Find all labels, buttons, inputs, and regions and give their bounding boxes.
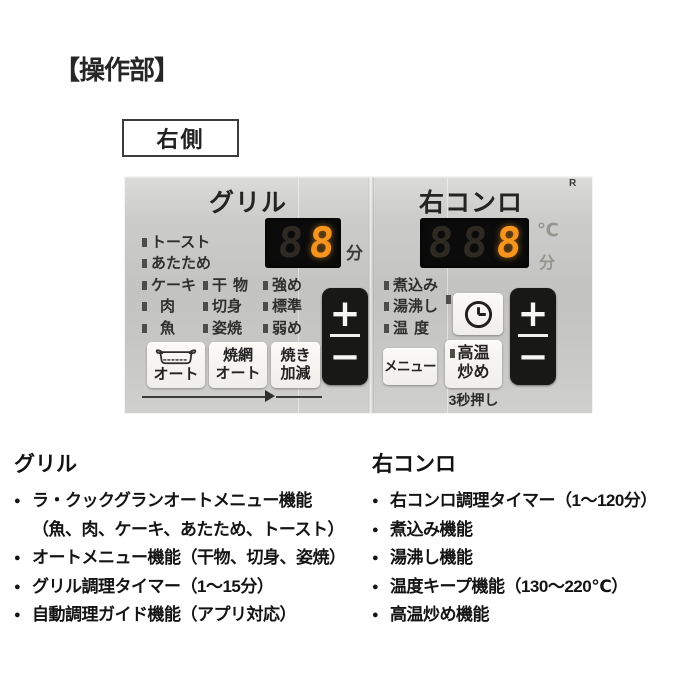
lamp-square-icon <box>384 280 389 290</box>
grill-lamp-atatame: あたため <box>142 253 211 273</box>
timer-clock-button[interactable] <box>453 293 503 335</box>
right-display-digit-dim: 8 <box>459 218 490 267</box>
lamp-square-icon <box>450 349 455 358</box>
right-burner-feature-list: 右コンロ ●右コンロ調理タイマー（1～120分） ●煮込み機能 ●湯沸し機能 ●… <box>372 452 657 630</box>
feature-item: ●右コンロ調理タイマー（1～120分） <box>372 487 657 516</box>
right-display-minutes-unit: 分 <box>539 255 556 272</box>
right-burner-section-title: 右コンロ <box>418 189 523 217</box>
grill-section-title: グリル <box>208 189 287 217</box>
feature-item-continued: （魚、肉、ケーキ、あたため、トースト） <box>32 519 344 539</box>
bullet-icon: ● <box>372 495 379 507</box>
bullet-icon: ● <box>372 523 379 536</box>
bullet-icon: ● <box>14 495 21 507</box>
side-label: 右側 <box>156 127 205 152</box>
bullet-icon: ● <box>372 552 379 565</box>
grill-lamp-standard: 標準 <box>263 296 302 316</box>
control-panel: R グリル 8 8 分 トースト あたため ケーキ 肉 魚 干物 切身 姿焼 強… <box>125 177 592 413</box>
lacook-pan-icon <box>155 349 197 364</box>
lamp-square-icon <box>203 323 208 333</box>
clock-icon <box>464 300 492 328</box>
grill-minus-button[interactable]: − <box>329 335 361 378</box>
lamp-square-icon <box>142 237 147 247</box>
right-burner-feature-heading: 右コンロ <box>372 453 456 476</box>
feature-item: ●温度キープ機能（130～220℃） <box>372 573 657 602</box>
feature-item: ●オートメニュー機能（干物、切身、姿焼） <box>14 544 346 573</box>
panel-divider <box>368 177 374 413</box>
right-burner-plus-button[interactable]: + <box>517 292 549 335</box>
lamp-square-icon <box>384 301 389 311</box>
auto-group-line <box>276 396 322 398</box>
rocker-separator <box>518 333 548 337</box>
feature-item: ●ラ・クックグランオートメニュー機能 <box>14 487 346 516</box>
grill-feature-heading: グリル <box>14 453 77 476</box>
high-temp-stirfry-button[interactable]: 高温 炒め <box>445 340 502 388</box>
lamp-square-icon <box>142 280 147 290</box>
rocker-separator <box>330 333 360 337</box>
grill-lamp-meat: 肉 <box>142 296 175 316</box>
hold-3sec-note: 3秒押し <box>448 392 499 408</box>
feature-item: ●自動調理ガイド機能（アプリ対応） <box>14 601 346 630</box>
lamp-square-icon <box>263 323 268 333</box>
lamp-square-icon <box>263 301 268 311</box>
grill-lamp-sugatayaki: 姿焼 <box>203 318 242 338</box>
right-display-digit-lit: 8 <box>493 218 524 267</box>
yakiami-auto-button[interactable]: 焼網 オート <box>209 342 267 388</box>
lamp-square-icon <box>384 323 389 333</box>
grill-lamp-himono: 干物 <box>203 275 254 295</box>
lamp-square-icon <box>263 280 268 290</box>
menu-button[interactable]: メニュー <box>383 348 437 385</box>
panel-corner-label: R <box>569 178 577 189</box>
feature-item: ●煮込み機能 <box>372 516 657 545</box>
lamp-square-icon <box>203 301 208 311</box>
right-display-digit-dim: 8 <box>425 218 456 267</box>
grill-plus-minus-rocker: + − <box>322 288 368 385</box>
grill-lamp-toast: トースト <box>142 232 210 252</box>
grill-timer-display: 8 8 <box>265 218 341 268</box>
panel-reflection-line <box>298 177 299 413</box>
feature-item: ●湯沸し機能 <box>372 544 657 573</box>
lacook-auto-button[interactable]: オート <box>147 342 205 388</box>
right-display-celsius-unit: ℃ <box>537 220 559 240</box>
lamp-square-icon <box>142 323 147 333</box>
right-burner-plus-minus-rocker: + − <box>510 288 556 385</box>
bullet-icon: ● <box>14 580 21 593</box>
bullet-icon: ● <box>14 552 21 565</box>
auto-group-line <box>142 396 265 398</box>
lamp-square-icon <box>203 280 208 290</box>
bullet-icon: ● <box>372 609 379 622</box>
grill-lamp-cake: ケーキ <box>142 275 196 295</box>
grill-feature-list: グリル ●ラ・クックグランオートメニュー機能 （魚、肉、ケーキ、あたため、トース… <box>14 452 346 630</box>
grill-lamp-kirimi: 切身 <box>203 296 242 316</box>
feature-item: ●グリル調理タイマー（1～15分） <box>14 573 346 602</box>
right-burner-minus-button[interactable]: − <box>517 335 549 378</box>
bullet-icon: ● <box>14 609 21 622</box>
grill-plus-button[interactable]: + <box>329 292 361 335</box>
grill-display-digit-dim: 8 <box>276 218 306 267</box>
auto-group-arrow-icon <box>265 390 275 402</box>
grill-display-digit-lit: 8 <box>306 218 337 267</box>
side-label-box: 右側 <box>122 119 239 157</box>
right-lamp-yuwakashi: 湯沸し <box>384 296 438 316</box>
grill-display-minutes-unit: 分 <box>346 244 363 263</box>
right-lamp-ondo: 温度 <box>384 318 435 338</box>
lamp-square-icon <box>446 295 451 304</box>
lamp-square-icon <box>142 301 147 311</box>
right-burner-display: 8 8 8 <box>420 218 529 268</box>
yakikagen-button[interactable]: 焼き 加減 <box>271 342 320 388</box>
page-title: 【操作部】 <box>54 55 180 85</box>
grill-lamp-weak: 弱め <box>263 318 302 338</box>
bullet-icon: ● <box>372 580 379 593</box>
grill-lamp-fish: 魚 <box>142 318 175 338</box>
feature-item: ●高温炒め機能 <box>372 601 657 630</box>
grill-lamp-strong: 強め <box>263 275 302 295</box>
right-lamp-nikomi: 煮込み <box>384 275 438 295</box>
lamp-square-icon <box>142 258 147 268</box>
